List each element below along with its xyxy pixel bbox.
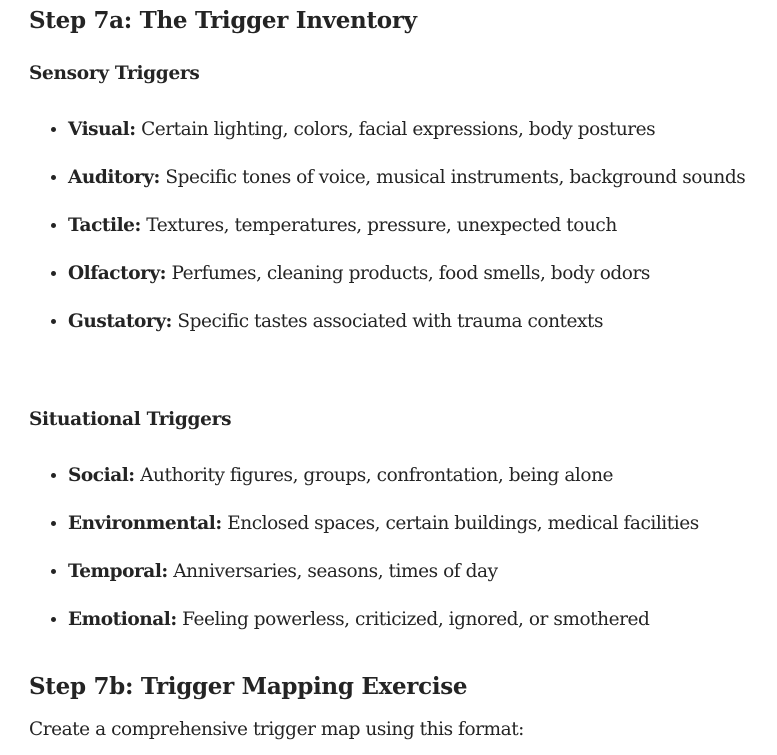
trigger-term: Tactile: xyxy=(68,215,141,236)
bullet-icon xyxy=(51,271,56,276)
trigger-description: Certain lighting, colors, facial express… xyxy=(141,119,656,140)
trigger-term: Olfactory: xyxy=(68,263,167,284)
list-item-tactile: Tactile: Textures, temperatures, pressur… xyxy=(29,207,769,244)
list-item-auditory: Auditory: Specific tones of voice, music… xyxy=(29,159,769,196)
trigger-description: Anniversaries, seasons, times of day xyxy=(173,561,498,582)
list-item-visual: Visual: Certain lighting, colors, facial… xyxy=(29,111,769,148)
trigger-description: Specific tastes associated with trauma c… xyxy=(177,311,604,332)
trigger-description: Authority figures, groups, confrontation… xyxy=(140,465,614,486)
bullet-icon xyxy=(51,319,56,324)
trigger-description: Perfumes, cleaning products, food smells… xyxy=(171,263,651,284)
situational-triggers-list: Social: Authority figures, groups, confr… xyxy=(29,457,777,638)
trigger-term: Temporal: xyxy=(68,561,168,582)
trigger-term: Gustatory: xyxy=(68,311,172,332)
list-item-social: Social: Authority figures, groups, confr… xyxy=(29,457,777,494)
trigger-description: Enclosed spaces, certain buildings, medi… xyxy=(227,513,699,534)
bullet-icon xyxy=(51,617,56,622)
step-7a-heading: Step 7a: The Trigger Inventory xyxy=(29,7,417,34)
list-item-temporal: Temporal: Anniversaries, seasons, times … xyxy=(29,553,777,590)
bullet-icon xyxy=(51,569,56,574)
trigger-description: Feeling powerless, criticized, ignored, … xyxy=(182,609,650,630)
list-item-gustatory: Gustatory: Specific tastes associated wi… xyxy=(29,303,769,340)
sensory-triggers-list: Visual: Certain lighting, colors, facial… xyxy=(29,111,769,340)
bullet-icon xyxy=(51,223,56,228)
bullet-icon xyxy=(51,175,56,180)
bullet-icon xyxy=(51,473,56,478)
situational-triggers-heading: Situational Triggers xyxy=(29,409,232,430)
step-7b-heading: Step 7b: Trigger Mapping Exercise xyxy=(29,673,468,700)
trigger-term: Social: xyxy=(68,465,135,486)
list-item-olfactory: Olfactory: Perfumes, cleaning products, … xyxy=(29,255,769,292)
trigger-term: Auditory: xyxy=(68,167,160,188)
trigger-term: Visual: xyxy=(68,119,136,140)
trigger-description: Specific tones of voice, musical instrum… xyxy=(165,167,746,188)
trigger-term: Emotional: xyxy=(68,609,177,630)
list-item-environmental: Environmental: Enclosed spaces, certain … xyxy=(29,505,777,542)
bullet-icon xyxy=(51,127,56,132)
step-7b-intro: Create a comprehensive trigger map using… xyxy=(29,719,524,740)
trigger-term: Environmental: xyxy=(68,513,222,534)
trigger-description: Textures, temperatures, pressure, unexpe… xyxy=(146,215,617,236)
sensory-triggers-heading: Sensory Triggers xyxy=(29,63,200,84)
list-item-emotional: Emotional: Feeling powerless, criticized… xyxy=(29,601,777,638)
bullet-icon xyxy=(51,521,56,526)
